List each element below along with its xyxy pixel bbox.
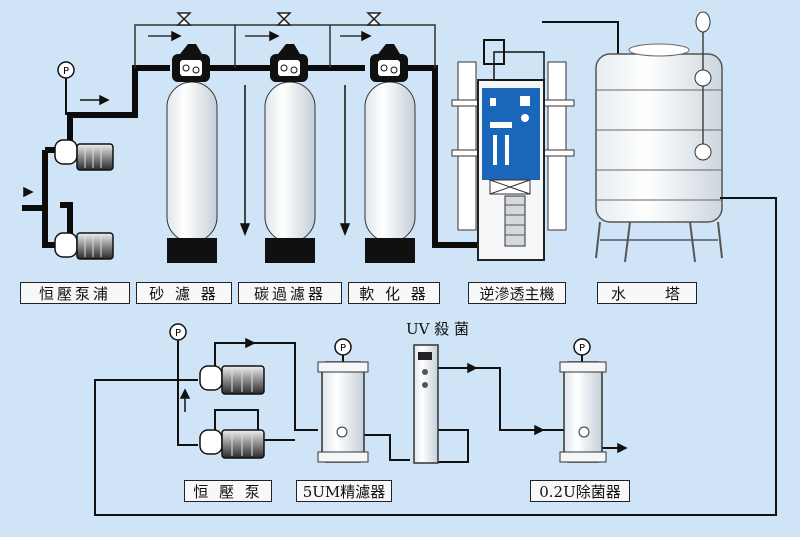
label-pump-main: 恒壓泵浦 <box>20 282 130 304</box>
softener-vessel <box>364 44 416 263</box>
label-carbon-filter: 碳過濾器 <box>238 282 342 304</box>
pump-main-upper <box>54 139 114 171</box>
flow-arrows-top <box>23 30 372 198</box>
pump-secondary-upper <box>199 365 265 395</box>
label-pump-secondary: 恒 壓 泵 <box>184 480 272 502</box>
label-ro-unit: 逆滲透主機 <box>468 282 566 304</box>
pressure-gauge-main <box>57 61 75 115</box>
sand-filter-vessel <box>166 44 218 263</box>
filter-02u-housing <box>559 338 607 463</box>
filter-5um-housing <box>317 338 369 463</box>
pump-main-lower <box>54 232 114 260</box>
label-softener: 軟 化 器 <box>348 282 440 304</box>
pressure-gauge-secondary <box>169 323 187 380</box>
carbon-filter-vessel <box>264 44 316 263</box>
label-water-tower: 水 塔 <box>597 282 697 304</box>
pump-secondary-lower <box>199 429 265 459</box>
label-uv: UV 殺 菌 <box>406 320 470 338</box>
label-filter-5um: 5UM精濾器 <box>296 480 392 502</box>
gauge-label-02u: P <box>579 343 585 354</box>
label-sand-filter: 砂 濾 器 <box>136 282 232 304</box>
uv-sterilizer <box>413 344 439 464</box>
gauge-label-secondary: P <box>175 328 181 339</box>
flow-arrows-bottom <box>179 337 628 454</box>
label-filter-02u: 0.2U除菌器 <box>530 480 630 502</box>
pipe-tower-to-bottom <box>94 197 777 516</box>
drain-lines <box>239 85 351 237</box>
ro-unit <box>451 39 575 261</box>
top-piping <box>22 65 480 248</box>
gauge-label-main: P <box>63 66 69 77</box>
gauge-label-5um: P <box>340 343 346 354</box>
bypass-valves <box>176 12 382 26</box>
pipe-ro-to-tower <box>542 21 619 58</box>
water-tower <box>595 11 723 263</box>
